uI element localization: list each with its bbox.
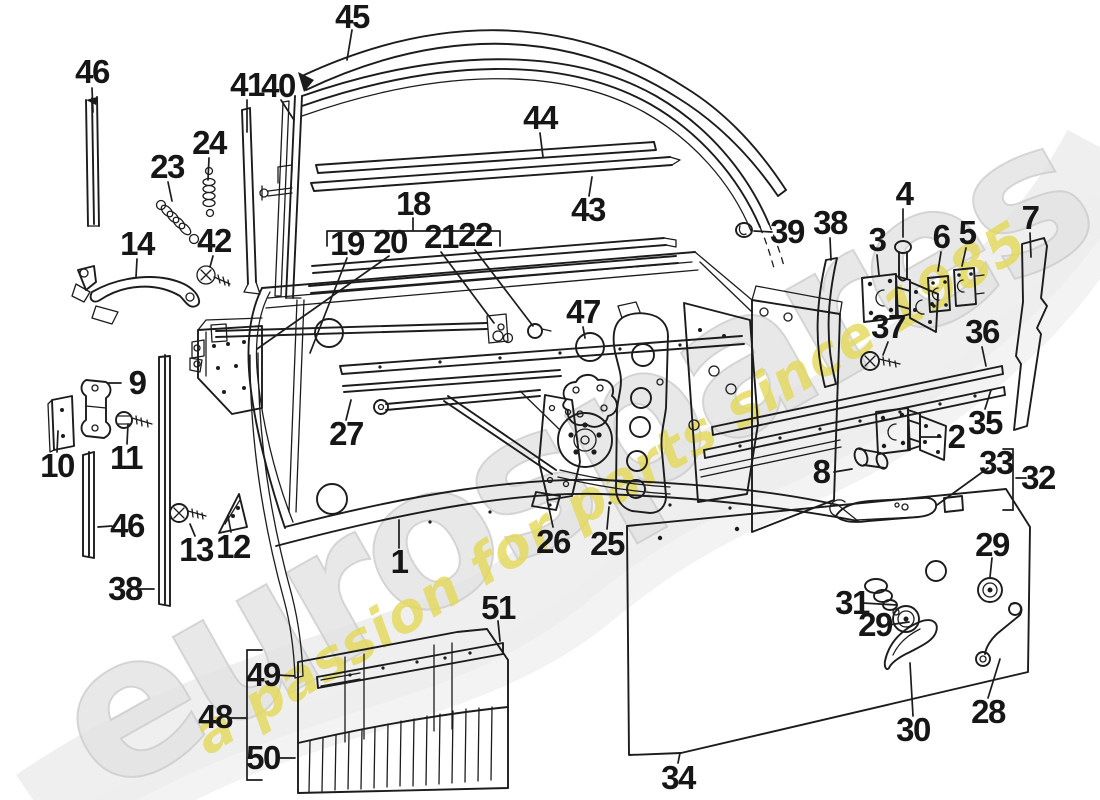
wedge-7 bbox=[1014, 238, 1047, 430]
watermark-swoosh bbox=[40, 150, 1100, 800]
door-rear-frame bbox=[752, 286, 842, 532]
hardware-panel-48-51 bbox=[247, 629, 508, 793]
bracket-9-plate-10-bolt-11 bbox=[48, 380, 152, 452]
lock-pillar-bracket-47 bbox=[614, 302, 758, 513]
screw-37 bbox=[861, 352, 900, 370]
glass-run-strips-43-44 bbox=[311, 142, 680, 191]
buffer-8 bbox=[852, 446, 889, 470]
door-shell bbox=[249, 252, 859, 678]
window-slot-rails bbox=[211, 238, 678, 343]
sill-strips-35-36 bbox=[700, 366, 1005, 477]
window-channel-27 bbox=[340, 336, 744, 392]
hinge-face-plate bbox=[190, 318, 262, 414]
window-regulator-26 bbox=[374, 375, 670, 510]
leader-lines bbox=[57, 30, 1031, 763]
springs-23-24 bbox=[157, 168, 216, 244]
door-check-strap-14 bbox=[72, 266, 230, 324]
hinge-lower-2 bbox=[876, 408, 946, 460]
channel-strips-41-46 bbox=[86, 97, 260, 294]
window-frame-arch bbox=[260, 59, 784, 298]
plates-5-6 bbox=[928, 268, 984, 312]
strips-46-38-lower bbox=[83, 355, 170, 606]
screw-13-bracket-12 bbox=[170, 494, 247, 533]
trim-strip-45 bbox=[298, 30, 786, 196]
